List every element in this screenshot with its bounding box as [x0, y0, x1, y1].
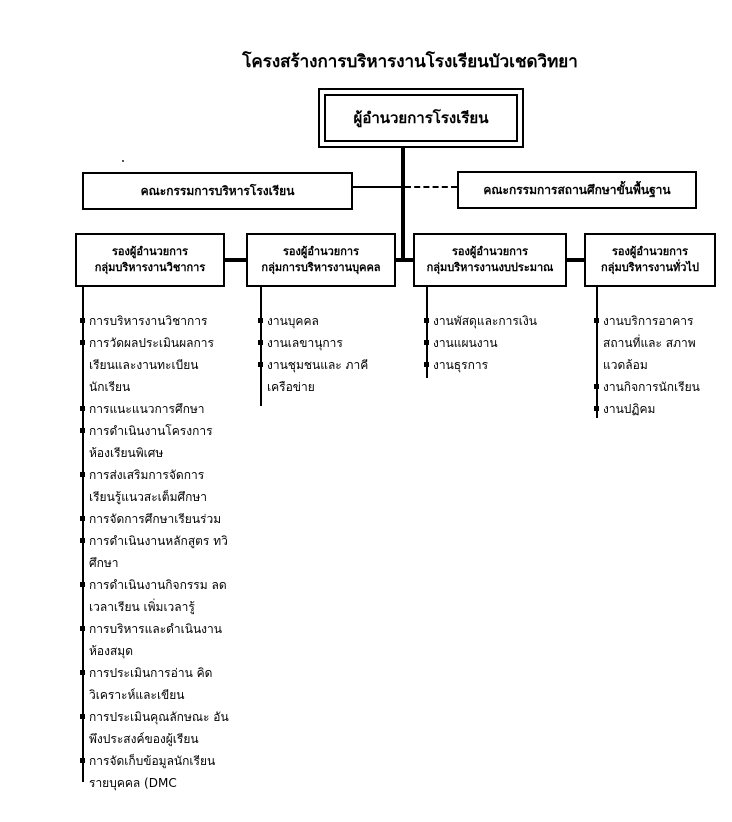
list-item: การดำเนินงานหลักสูตร ทวิศึกษา [80, 530, 232, 574]
chart-title: โครงสร้างการบริหารงานโรงเรียนบัวเชดวิทยา [242, 52, 578, 72]
deputy-bus-line [224, 258, 586, 262]
list-item: งานบุคคล [258, 310, 380, 332]
list-item: งานพัสดุและการเงิน [424, 310, 564, 332]
personnel-task-list: งานบุคคล งานเลขานุการ งานชุมชนและ ภาคีเค… [258, 310, 380, 398]
group3-tasks-line [426, 286, 428, 378]
basic-education-committee-label: คณะกรรมการสถานศึกษาขั้นพื้นฐาน [483, 182, 671, 197]
basic-education-committee-box: คณะกรรมการสถานศึกษาขั้นพื้นฐาน [457, 171, 697, 209]
deputy-personnel-line1: รองผู้อำนวยการ [282, 245, 359, 258]
list-item: งานชุมชนและ ภาคีเครือข่าย [258, 354, 380, 398]
director-label: ผู้อำนวยการโรงเรียน [324, 94, 518, 142]
committee-link-line [353, 186, 401, 188]
deputy-budget-line2: กลุ่มบริหารงานงบประมาณ [426, 261, 554, 274]
deputy-personnel-line2: กลุ่มการบริหารงานบุคคล [261, 261, 381, 274]
list-item: งานแผนงาน [424, 332, 564, 354]
deputy-general-line2: กลุ่มบริหารงานทั่วไป [601, 261, 699, 274]
list-item: งานบริการอาคาร สถานที่และ สภาพแวดล้อม [594, 310, 712, 376]
list-item: การประเมินคุณลักษณะ อันพึงประสงค์ของผู้เ… [80, 706, 232, 750]
group2-tasks-line [260, 286, 262, 406]
list-item: การบริหารงานวิชาการ [80, 310, 232, 332]
deputy-budget-line1: รองผู้อำนวยการ [451, 245, 528, 258]
admin-committee-label: คณะกรรมการบริหารโรงเรียน [140, 183, 295, 198]
director-trunk-line [401, 148, 405, 260]
deputy-academic-box: รองผู้อำนวยการ กลุ่มบริหารงานวิชาการ [75, 233, 225, 287]
stray-dot [122, 160, 124, 162]
deputy-budget-box: รองผู้อำนวยการ กลุ่มบริหารงานงบประมาณ [413, 233, 567, 287]
general-task-list: งานบริการอาคาร สถานที่และ สภาพแวดล้อม งา… [594, 310, 712, 420]
list-item: การจัดการศึกษาเรียนร่วม [80, 508, 232, 530]
admin-committee-box: คณะกรรมการบริหารโรงเรียน [82, 172, 353, 210]
deputy-academic-line1: รองผู้อำนวยการ [111, 245, 188, 258]
list-item: งานกิจการนักเรียน [594, 376, 712, 398]
list-item: งานปฏิคม [594, 398, 712, 420]
list-item: การดำเนินงานกิจกรรม ลดเวลาเรียน เพิ่มเวล… [80, 574, 232, 618]
list-item: งานธุรการ [424, 354, 564, 376]
budget-task-list: งานพัสดุและการเงิน งานแผนงาน งานธุรการ [424, 310, 564, 376]
list-item: การจัดเก็บข้อมูลนักเรียน รายบุคคล (DMC [80, 750, 232, 794]
deputy-general-box: รองผู้อำนวยการ กลุ่มบริหารงานทั่วไป [584, 233, 716, 287]
director-box: ผู้อำนวยการโรงเรียน [318, 88, 524, 148]
list-item: การบริหารและดำเนินงาน ห้องสมุด [80, 618, 232, 662]
deputy-academic-line2: กลุ่มบริหารงานวิชาการ [94, 261, 206, 274]
list-item: การแนะแนวการศึกษา [80, 398, 232, 420]
academic-task-list: การบริหารงานวิชาการ การวัดผลประเมินผลการ… [80, 310, 232, 794]
deputy-personnel-box: รองผู้อำนวยการ กลุ่มการบริหารงานบุคคล [246, 233, 396, 287]
group1-tasks-line [82, 286, 84, 782]
group4-tasks-line [596, 286, 598, 418]
deputy-general-line1: รองผู้อำนวยการ [611, 245, 688, 258]
list-item: การดำเนินงานโครงการ ห้องเรียนพิเศษ [80, 420, 232, 464]
committee-dashed-link [405, 186, 457, 188]
list-item: งานเลขานุการ [258, 332, 380, 354]
list-item: การวัดผลประเมินผลการ เรียนและงานทะเบียน … [80, 332, 232, 398]
list-item: การประเมินการอ่าน คิด วิเคราะห์และเขียน [80, 662, 232, 706]
list-item: การส่งเสริมการจัดการ เรียนรู้แนวสะเต็มศึ… [80, 464, 232, 508]
